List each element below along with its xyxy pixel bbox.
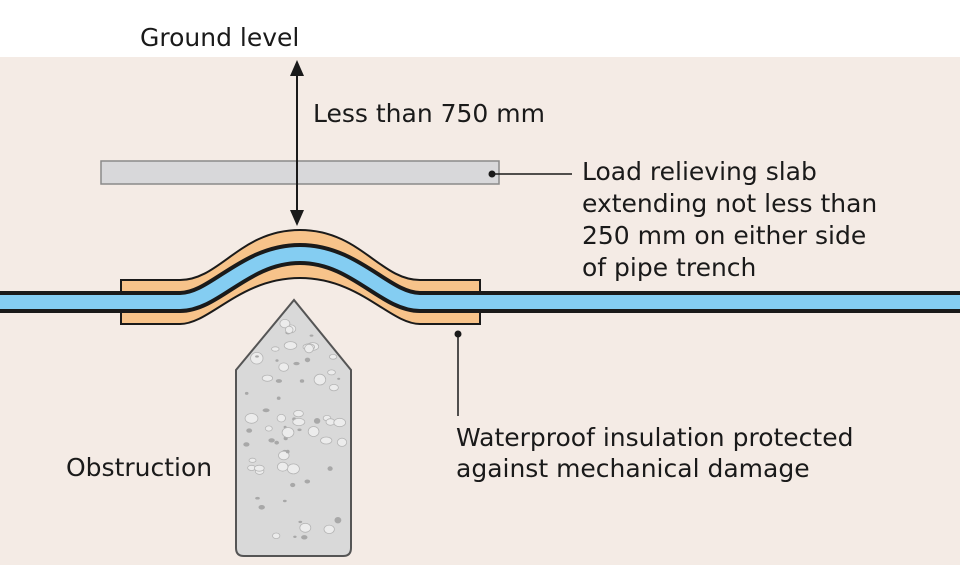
aggregate-speck (327, 369, 336, 376)
aggregate-speck (276, 396, 281, 400)
aggregate-speck (301, 535, 308, 540)
aggregate-speck (253, 464, 265, 472)
aggregate-speck (244, 413, 259, 424)
aggregate-speck (275, 379, 282, 383)
aggregate-speck (309, 334, 314, 337)
aggregate-speck (297, 428, 302, 432)
aggregate-speck (283, 341, 298, 350)
aggregate-speck (304, 479, 311, 484)
aggregate-speck (268, 438, 275, 443)
aggregate-speck (277, 461, 289, 472)
insulation-label-line-2: against mechanical damage (456, 454, 810, 483)
aggregate-speck (261, 374, 273, 382)
obstruction-block (235, 298, 352, 557)
aggregate-speck (285, 449, 290, 454)
slab-label-line-1: Load relieving slab (582, 157, 817, 186)
aggregate-speck (299, 379, 305, 383)
arrow-up-icon (290, 60, 304, 76)
aggregate-speck (293, 361, 300, 366)
slab-label-line-2: extending not less than (582, 189, 878, 218)
slab-label-line-3: 250 mm on either side (582, 221, 867, 250)
aggregate-speck (279, 318, 291, 329)
aggregate-speck (328, 353, 338, 360)
aggregate-speck (243, 442, 250, 447)
arrow-down-icon (290, 210, 304, 226)
aggregate-speck (299, 522, 312, 533)
insulation-leader-dot (454, 330, 462, 338)
aggregate-speck (274, 440, 280, 445)
obstruction-aggregate (243, 318, 348, 540)
aggregate-speck (258, 505, 265, 510)
depth-label: Less than 750 mm (313, 99, 545, 128)
aggregate-speck (278, 362, 290, 372)
aggregate-speck (285, 325, 294, 334)
aggregate-speck (250, 352, 264, 365)
aggregate-speck (293, 409, 304, 418)
aggregate-speck (286, 463, 300, 475)
aggregate-speck (272, 532, 281, 539)
slab-leader-dot (488, 170, 496, 178)
aggregate-speck (336, 437, 348, 447)
aggregate-speck (304, 343, 314, 354)
aggregate-speck (255, 496, 260, 500)
aggregate-speck (292, 417, 306, 426)
obstruction-label: Obstruction (66, 453, 213, 482)
aggregate-speck (334, 517, 342, 524)
aggregate-speck (281, 427, 295, 438)
aggregate-speck (323, 524, 335, 534)
aggregate-speck (337, 377, 341, 380)
aggregate-speck (278, 450, 290, 461)
aggregate-speck (290, 482, 296, 488)
aggregate-speck (320, 436, 333, 445)
aggregate-speck (255, 355, 259, 358)
aggregate-speck (282, 499, 287, 503)
aggregate-speck (313, 418, 321, 424)
aggregate-speck (244, 391, 249, 395)
ground-level-label: Ground level (140, 23, 300, 52)
aggregate-speck (275, 359, 279, 362)
aggregate-speck (307, 426, 320, 437)
water-pipe (0, 246, 960, 309)
aggregate-speck (264, 425, 273, 432)
aggregate-speck (298, 520, 303, 524)
aggregate-speck (248, 457, 257, 463)
aggregate-speck (293, 535, 297, 538)
aggregate-speck (271, 346, 280, 352)
aggregate-speck (313, 373, 327, 386)
aggregate-speck (304, 357, 311, 363)
insulation-label-line-1: Waterproof insulation protected (456, 423, 854, 452)
slab-label-line-4: of pipe trench (582, 253, 757, 282)
aggregate-speck (333, 417, 347, 428)
aggregate-speck (328, 383, 339, 392)
aggregate-speck (276, 414, 286, 423)
aggregate-speck (246, 428, 253, 433)
aggregate-speck (262, 408, 270, 413)
aggregate-speck (327, 466, 333, 471)
load-relieving-slab (100, 160, 500, 185)
